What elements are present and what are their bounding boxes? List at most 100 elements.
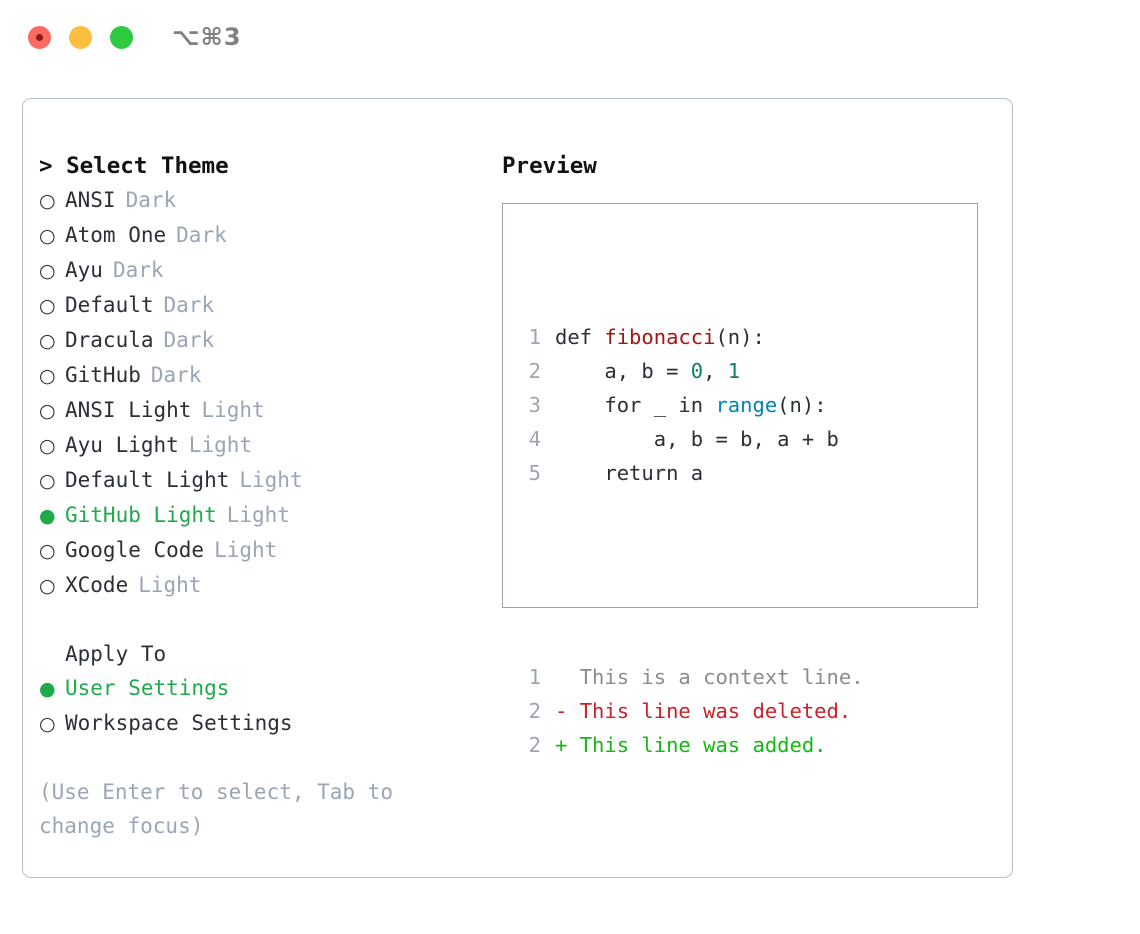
zoom-button[interactable]	[110, 26, 133, 49]
theme-option-label: GitHub Light	[65, 503, 217, 527]
radio-unselected-icon[interactable]: ○	[39, 330, 56, 352]
theme-option-default[interactable]: ○ Default Dark	[39, 288, 479, 323]
radio-selected-icon[interactable]: ●	[39, 678, 56, 700]
theme-variant-badge: Light	[138, 573, 202, 597]
apply-to-heading: Apply To	[65, 642, 167, 666]
theme-option-ansi[interactable]: ○ ANSI Dark	[39, 183, 479, 218]
theme-variant-badge: Light	[214, 538, 278, 562]
code-line: 5 return a	[515, 456, 971, 490]
theme-option-xcode[interactable]: ○ XCode Light	[39, 568, 479, 603]
select-theme-heading: > Select Theme	[39, 153, 229, 179]
radio-unselected-icon[interactable]: ○	[39, 365, 56, 387]
radio-unselected-icon[interactable]: ○	[39, 260, 56, 282]
code-line: 4 a, b = b, a + b	[515, 422, 971, 456]
theme-variant-badge: Light	[201, 398, 265, 422]
diff-line-ctx: 1 This is a context line.	[515, 660, 971, 694]
apply-to-option-workspace-settings[interactable]: ○ Workspace Settings	[39, 706, 479, 741]
radio-unselected-icon[interactable]: ○	[39, 295, 56, 317]
code-token-num: 0	[690, 359, 704, 383]
apply-to-option-label: User Settings	[65, 676, 230, 700]
diff-line-del: 2- This line was deleted.	[515, 694, 971, 728]
theme-option-ayu[interactable]: ○ Ayu Dark	[39, 253, 479, 288]
spacer	[39, 603, 479, 637]
close-button[interactable]	[28, 26, 51, 49]
theme-option-atom-one[interactable]: ○ Atom One Dark	[39, 218, 479, 253]
diff-marker: +	[555, 733, 580, 757]
diff-text: This is a context line.	[579, 665, 864, 689]
line-number: 2	[528, 359, 541, 383]
theme-option-label: Dracula	[65, 328, 154, 352]
theme-option-ansi-light[interactable]: ○ ANSI Light Light	[39, 393, 479, 428]
spacer	[515, 558, 971, 592]
line-number: 2	[528, 699, 541, 723]
theme-option-dracula[interactable]: ○ Dracula Dark	[39, 323, 479, 358]
radio-unselected-icon[interactable]: ○	[39, 190, 56, 212]
code-token-plain: for _ in	[555, 393, 716, 417]
theme-variant-badge: Dark	[150, 363, 202, 387]
code-token-plain: def	[555, 325, 605, 349]
minimize-button[interactable]	[69, 26, 92, 49]
theme-variant-badge: Dark	[163, 328, 215, 352]
line-number: 4	[528, 427, 541, 451]
theme-option-label: Default	[65, 293, 154, 317]
theme-variant-badge: Dark	[163, 293, 215, 317]
code-token-plain: ,	[703, 359, 728, 383]
theme-option-github[interactable]: ○ GitHub Dark	[39, 358, 479, 393]
apply-to-option-list[interactable]: ● User Settings ○ Workspace Settings	[39, 671, 479, 741]
theme-variant-badge: Light	[188, 433, 253, 457]
code-line: 2 a, b = 0, 1	[515, 354, 971, 388]
apply-to-option-user-settings[interactable]: ● User Settings	[39, 671, 479, 706]
code-token-plain: (n):	[715, 325, 765, 349]
theme-variant-badge: Dark	[176, 223, 227, 247]
theme-variant-badge: Dark	[112, 258, 164, 282]
code-token-plain: a, b = b, a + b	[555, 427, 839, 451]
theme-variant-badge: Dark	[125, 188, 177, 212]
code-token-plain: a, b =	[555, 359, 691, 383]
radio-unselected-icon[interactable]: ○	[39, 575, 56, 597]
theme-option-label: ANSI Light	[65, 398, 192, 422]
theme-option-github-light[interactable]: ● GitHub Light Light	[39, 498, 479, 533]
radio-unselected-icon[interactable]: ○	[39, 225, 56, 247]
diff-text: This line was deleted.	[579, 699, 852, 723]
keyboard-shortcut-label: ⌥⌘3	[172, 23, 242, 51]
theme-option-label: XCode	[65, 573, 129, 597]
radio-unselected-icon[interactable]: ○	[39, 435, 56, 457]
diff-sample: 1 This is a context line.2- This line wa…	[515, 660, 971, 762]
theme-variant-badge: Light	[226, 503, 290, 527]
radio-unselected-icon[interactable]: ○	[39, 400, 56, 422]
theme-option-ayu-light[interactable]: ○ Ayu Light Light	[39, 428, 479, 463]
radio-unselected-icon[interactable]: ○	[39, 713, 56, 735]
radio-selected-icon[interactable]: ●	[39, 505, 56, 527]
line-number: 1	[528, 665, 541, 689]
diff-line-add: 2+ This line was added.	[515, 728, 971, 762]
theme-option-label: GitHub	[65, 363, 141, 387]
theme-option-label: ANSI	[65, 188, 116, 212]
title-bar: ⌥⌘3	[0, 0, 1140, 78]
code-token-plain: (n):	[777, 393, 827, 417]
line-number: 3	[528, 393, 541, 417]
theme-option-label: Atom One	[65, 223, 167, 247]
apply-to-option-label: Workspace Settings	[65, 711, 293, 735]
line-number: 1	[528, 325, 541, 349]
radio-unselected-icon[interactable]: ○	[39, 470, 56, 492]
radio-unselected-icon[interactable]: ○	[39, 540, 56, 562]
theme-option-label: Ayu Light	[65, 433, 179, 457]
code-token-plain: return a	[555, 461, 704, 485]
diff-marker	[555, 665, 580, 689]
keyboard-hint-text: (Use Enter to select, Tab to change focu…	[39, 780, 406, 838]
theme-option-label: Ayu	[65, 258, 103, 282]
theme-option-label: Default Light	[65, 468, 230, 492]
preview-heading: Preview	[502, 153, 597, 179]
code-token-call: range	[715, 393, 778, 417]
